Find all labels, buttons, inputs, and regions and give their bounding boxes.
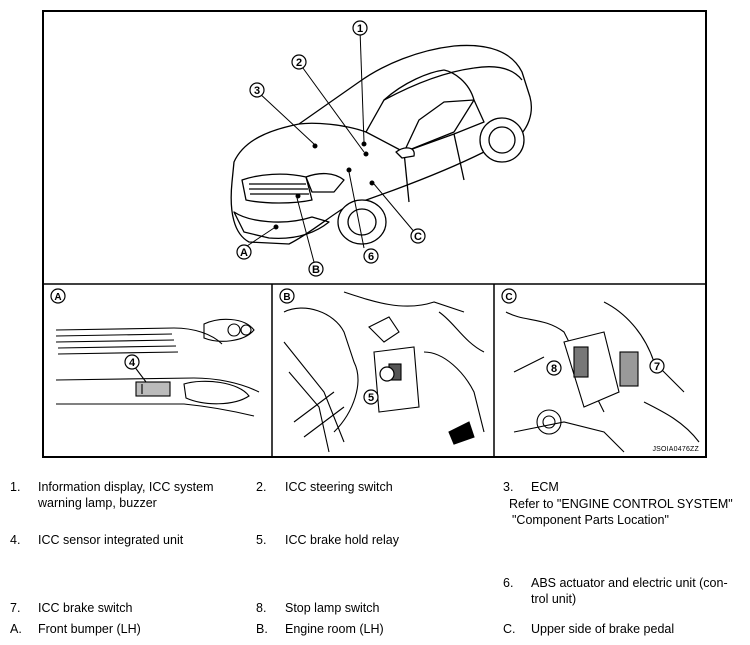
legend-num-5: 5.	[256, 533, 267, 547]
legend-text-3: ECM	[531, 480, 559, 494]
callout-circles-top	[236, 20, 426, 277]
legend-text-7: ICC brake switch	[38, 601, 133, 615]
legend-text-6: ABS actuator and electric unit (con-	[531, 576, 728, 590]
callout-1: 1	[357, 23, 363, 35]
callout-panel-b: B	[312, 264, 320, 276]
callout-2: 2	[296, 57, 302, 69]
legend-text-1b: warning lamp, buzzer	[38, 496, 157, 510]
callout-4: 4	[129, 357, 136, 369]
callout-labels-top: 1 2 3 6 A B C	[240, 23, 422, 276]
figure-code: JSOIA0476ZZ	[652, 446, 699, 453]
legend-text-c: Upper side of brake pedal	[531, 622, 675, 636]
panel-a-label: A	[54, 292, 61, 303]
legend-text-8: Stop lamp switch	[285, 601, 380, 615]
legend-num-8: 8.	[256, 601, 267, 615]
legend-num-a: A.	[10, 622, 22, 636]
legend-num-4: 4.	[10, 533, 21, 547]
legend-num-c: C.	[503, 622, 516, 636]
car-illustration	[230, 44, 532, 245]
legend-num-3: 3.	[503, 480, 514, 494]
component-location-figure: 1 2 3 6 A B C 4	[42, 10, 707, 458]
callout-panel-c: C	[414, 231, 422, 243]
leader-lines	[243, 29, 417, 263]
legend-num-b: B.	[256, 622, 268, 636]
panel-c-drawing	[505, 301, 700, 453]
figure-drawing: 1 2 3 6 A B C 4	[44, 20, 705, 456]
legend-num-6: 6.	[503, 576, 514, 590]
legend-text-a: Front bumper (LH)	[38, 622, 141, 636]
legend-text-6b: trol unit)	[531, 592, 577, 606]
callout-3: 3	[254, 85, 260, 97]
callout-panel-a: A	[240, 247, 248, 259]
panel-a-drawing	[55, 318, 260, 417]
legend-num-1: 1.	[10, 480, 21, 494]
legend-text-3c: "Component Parts Location"	[512, 513, 669, 527]
legend-text-4: ICC sensor integrated unit	[38, 533, 184, 547]
legend-text-b: Engine room (LH)	[285, 622, 384, 636]
callout-6: 6	[368, 251, 374, 263]
legend-text-1: Information display, ICC system	[38, 480, 214, 494]
legend-text-5: ICC brake hold relay	[285, 533, 399, 547]
legend-text-3b: Refer to "ENGINE CONTROL SYSTEM"	[509, 497, 733, 511]
panel-b-label: B	[283, 292, 290, 303]
legend-text-2: ICC steering switch	[285, 480, 393, 494]
legend-num-2: 2.	[256, 480, 267, 494]
callout-5: 5	[368, 392, 374, 404]
legend-num-7: 7.	[10, 601, 21, 615]
panel-c-label: C	[505, 292, 512, 303]
callout-7: 7	[654, 361, 660, 373]
callout-8: 8	[551, 363, 557, 375]
